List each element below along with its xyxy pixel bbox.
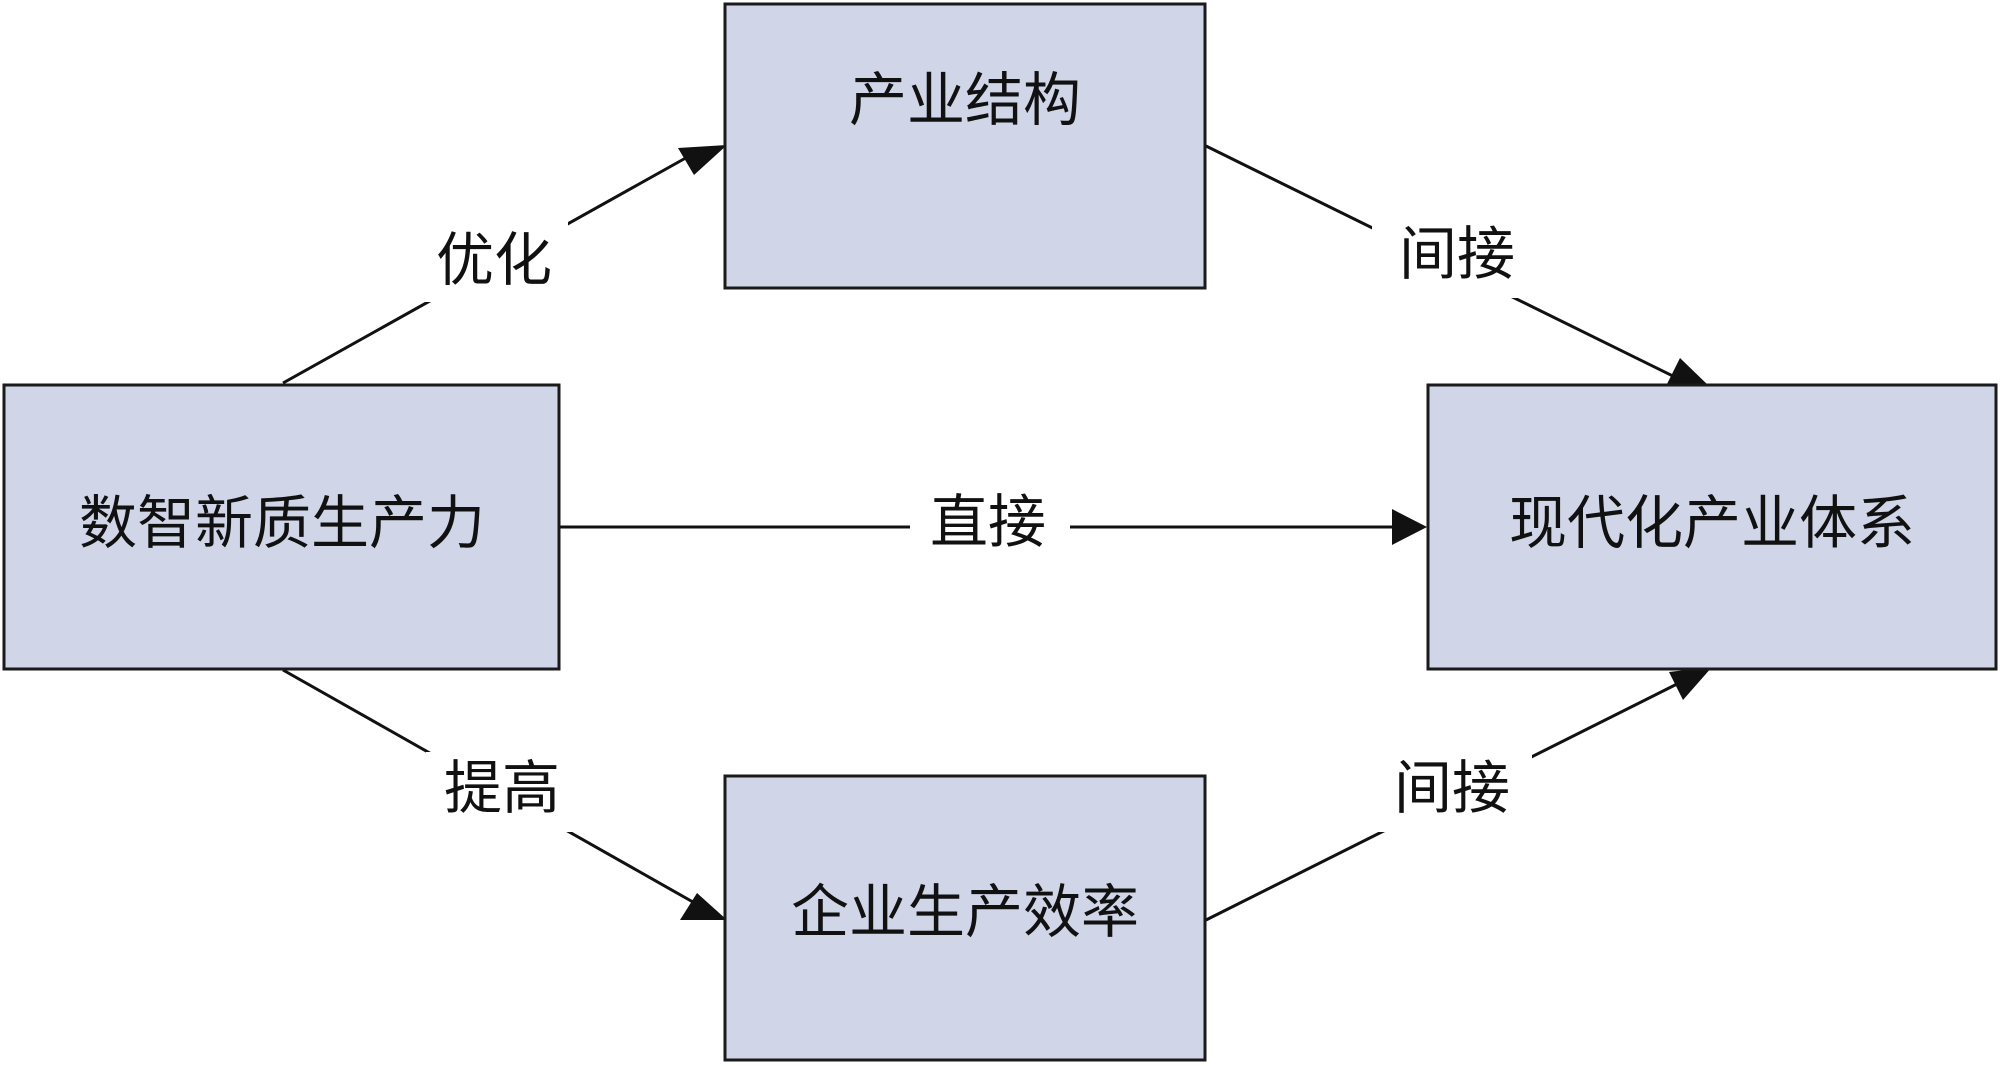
edge-improve-label-bg	[426, 752, 576, 832]
edge-label-improve: 提高	[444, 754, 560, 822]
edge-improve-arrowhead	[680, 893, 727, 920]
node-productivity-box	[2, 383, 561, 671]
edge-label-indirect-top: 间接	[1399, 220, 1515, 288]
edge-indirect-bottom-arrowhead	[1669, 667, 1712, 700]
node-modern-industry-system-label: 现代化产业体系	[1509, 489, 1915, 557]
edge-indirect-bottom-label-bg	[1372, 752, 1532, 832]
edge-indirect-top-label-bg	[1372, 218, 1532, 298]
node-enterprise-efficiency-box	[723, 774, 1207, 1062]
node-enterprise-efficiency-label: 企业生产效率	[791, 878, 1139, 946]
edge-indirect-top-arrowhead	[1666, 358, 1710, 387]
edge-direct-arrowhead	[1392, 509, 1427, 545]
edge-optimize-label-bg	[420, 222, 568, 302]
edge-label-indirect-bottom: 间接	[1394, 754, 1510, 822]
node-modern-industry-system-box	[1426, 383, 1998, 671]
node-industry-structure-box	[723, 2, 1207, 290]
edge-direct-label-bg	[910, 488, 1070, 568]
edge-label-optimize: 优化	[436, 226, 552, 294]
node-productivity-label: 数智新质生产力	[79, 489, 485, 557]
edge-optimize-arrowhead	[678, 145, 727, 175]
node-industry-structure-label: 产业结构	[849, 66, 1081, 134]
edge-label-direct: 直接	[930, 488, 1046, 556]
